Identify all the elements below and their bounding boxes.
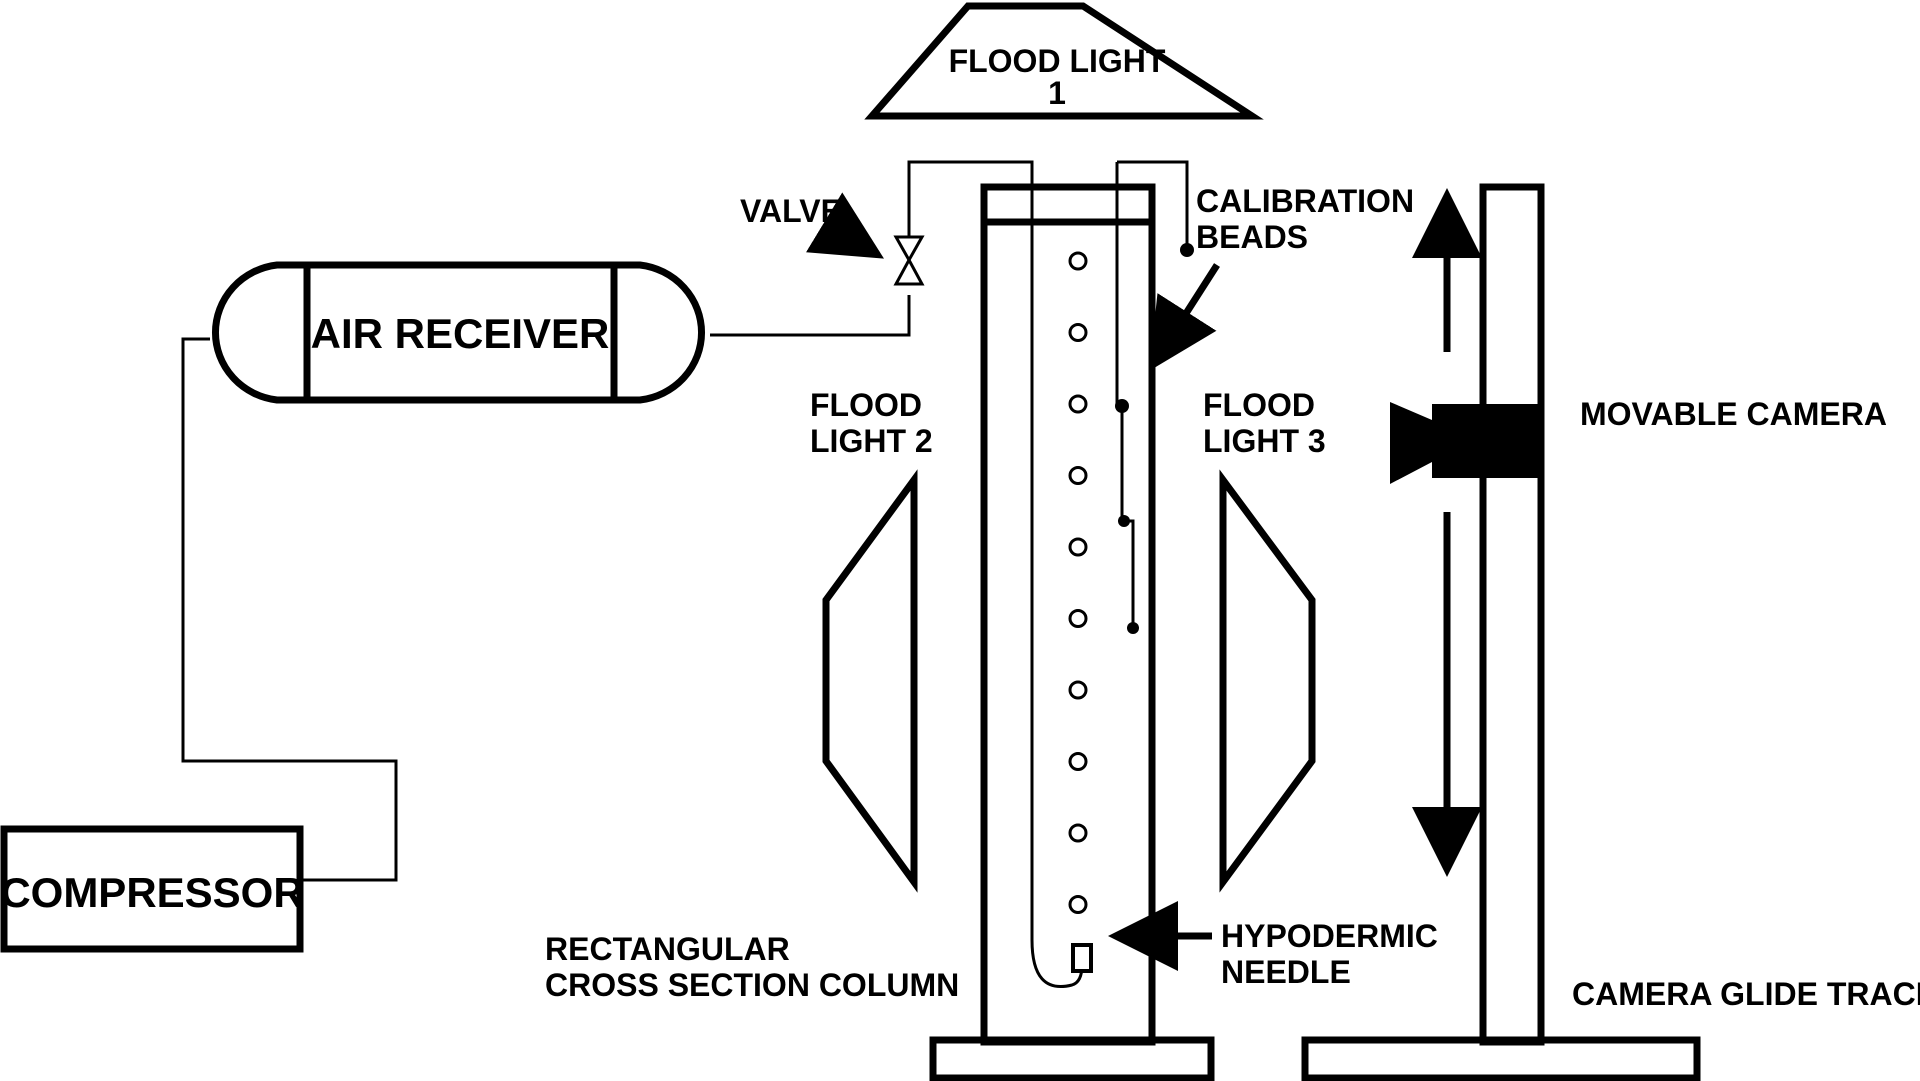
valve-pointer bbox=[805, 192, 884, 259]
needle-tube-bend bbox=[1030, 939, 1084, 988]
column-bead bbox=[1068, 609, 1088, 628]
column-beads bbox=[1068, 251, 1088, 914]
column-bead bbox=[1068, 251, 1088, 271]
column-bead bbox=[1068, 537, 1088, 557]
calibration-pointer bbox=[1149, 263, 1220, 371]
calibration-bead-1 bbox=[1180, 243, 1194, 257]
flood-light-1-label-line1: FLOOD LIGHT bbox=[949, 43, 1166, 79]
calibration-bead-3 bbox=[1118, 515, 1130, 527]
calibration-string bbox=[1117, 160, 1189, 250]
flood-light-1-label-line2: 1 bbox=[1048, 75, 1066, 111]
calibration-beads-label-line1: CALIBRATION bbox=[1196, 183, 1414, 219]
column-bead bbox=[1068, 823, 1088, 843]
column-label-line1: RECTANGULAR bbox=[545, 931, 790, 967]
column-bead bbox=[1068, 394, 1088, 414]
column-bead bbox=[1068, 323, 1088, 342]
movable-camera-body bbox=[1432, 404, 1542, 478]
column-bead bbox=[1068, 680, 1088, 700]
hypodermic-needle-label-line1: HYPODERMIC bbox=[1221, 918, 1438, 954]
calibration-bead-4 bbox=[1127, 622, 1139, 634]
hypodermic-needle-label-line2: NEEDLE bbox=[1221, 954, 1351, 990]
column-bead bbox=[1068, 752, 1088, 771]
hypodermic-needle bbox=[1071, 943, 1093, 973]
air-receiver-tank bbox=[211, 261, 706, 404]
compressor-box bbox=[0, 825, 304, 953]
column-base bbox=[929, 1036, 1215, 1081]
flood-light-3 bbox=[1219, 469, 1316, 893]
air-receiver-label: AIR RECEIVER bbox=[311, 310, 610, 357]
compressor-pipe bbox=[181, 337, 398, 882]
calibration-beads-label-line2: BEADS bbox=[1196, 219, 1308, 255]
flood-light-2-label-line1: FLOOD bbox=[810, 387, 922, 423]
valve-symbol bbox=[893, 235, 925, 264]
flood-light-3-label-line2: LIGHT 3 bbox=[1203, 423, 1326, 459]
column-bead bbox=[1068, 895, 1088, 914]
flood-light-3-label-line1: FLOOD bbox=[1203, 387, 1315, 423]
valve-to-column-pipe bbox=[907, 160, 1034, 940]
compressor-label: COMPRESSOR bbox=[0, 869, 303, 916]
movable-camera-lens bbox=[1390, 402, 1432, 484]
camera-glide-track bbox=[1479, 183, 1545, 1046]
camera-glide-track-label: CAMERA GLIDE TRACK bbox=[1572, 976, 1920, 1012]
camera-track-base bbox=[1301, 1036, 1701, 1081]
flood-light-1 bbox=[864, 2, 1264, 120]
column-body bbox=[980, 183, 1156, 1046]
valve-label: VALVE bbox=[740, 193, 842, 229]
flood-light-2 bbox=[822, 469, 918, 893]
column-bead bbox=[1068, 466, 1088, 485]
valve-symbol-lower bbox=[893, 256, 925, 286]
receiver-to-valve-pipe bbox=[710, 295, 911, 337]
movable-camera-label: MOVABLE CAMERA bbox=[1580, 396, 1887, 432]
flood-light-2-label-line2: LIGHT 2 bbox=[810, 423, 933, 459]
column-label-line2: CROSS SECTION COLUMN bbox=[545, 967, 959, 1003]
